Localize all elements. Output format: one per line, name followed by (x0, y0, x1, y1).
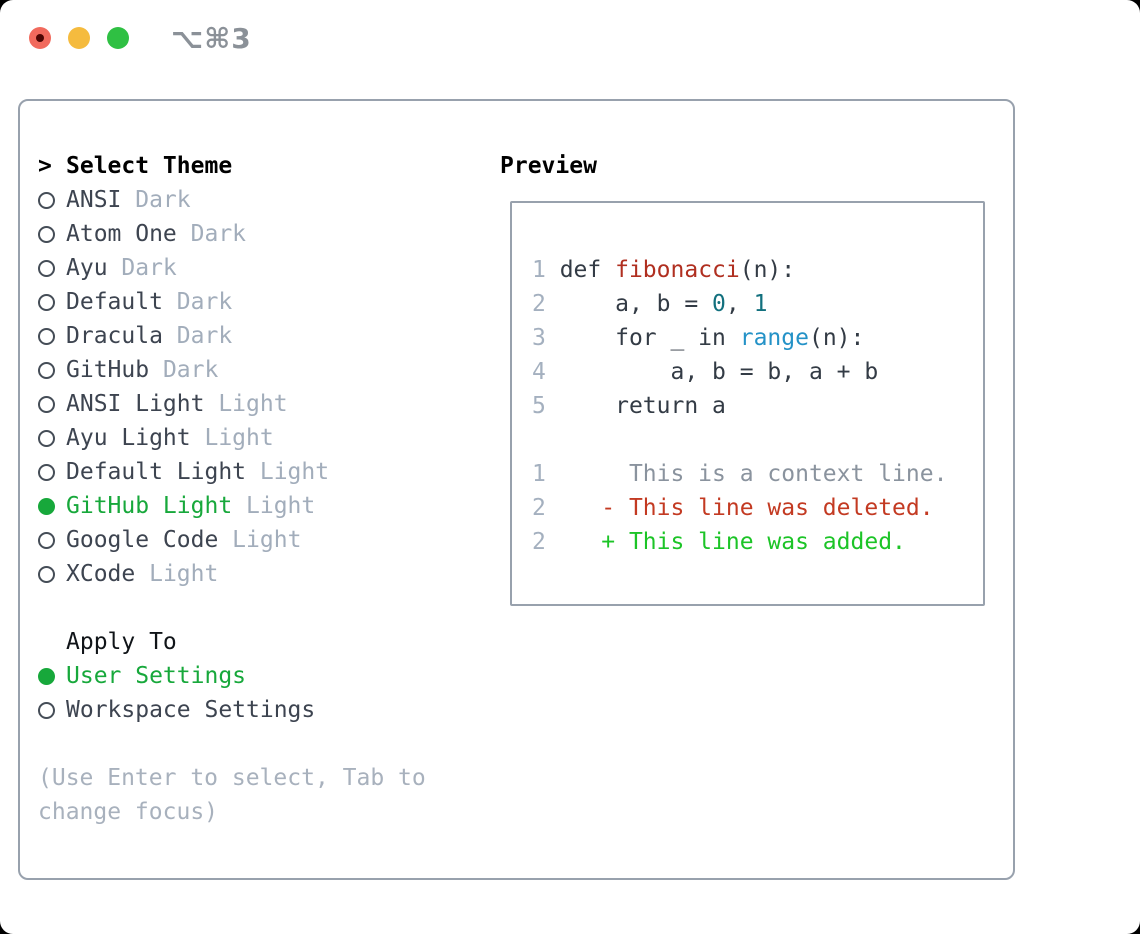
radio-icon (38, 421, 66, 455)
select-theme-header: > Select Theme (38, 149, 468, 183)
preview-code-line: 2 + This line was added. (532, 529, 906, 555)
option-variant-tag: Light (135, 561, 219, 587)
option-variant-tag: Dark (162, 323, 233, 349)
option-label: Atom One (66, 221, 177, 247)
radio-icon (38, 557, 66, 591)
radio-icon (38, 319, 66, 353)
radio-selected-icon (38, 659, 66, 693)
radio-selected-icon (38, 489, 66, 523)
option-label: Workspace Settings (66, 697, 316, 723)
theme-option-google-code[interactable]: Google Code Light (38, 523, 468, 557)
option-variant-tag: Light (218, 527, 302, 553)
spacer (38, 727, 468, 761)
theme-option-dracula[interactable]: Dracula Dark (38, 319, 468, 353)
keyboard-hint: (Use Enter to select, Tab to change focu… (38, 765, 426, 825)
preview-code-line (532, 423, 983, 457)
titlebar: ⌥⌘3 (0, 0, 1140, 75)
minimize-button[interactable] (68, 27, 90, 49)
select-theme-header-label: Select Theme (66, 153, 233, 179)
radio-icon (38, 387, 66, 421)
apply-option-workspace-settings[interactable]: Workspace Settings (38, 693, 468, 727)
preview-code-line: 1 def fibonacci(n): (532, 257, 796, 283)
option-variant-tag: Dark (107, 255, 177, 281)
option-label: GitHub Light (66, 493, 233, 519)
option-variant-tag: Dark (121, 187, 191, 213)
radio-icon (38, 455, 66, 489)
radio-icon (38, 251, 66, 285)
option-variant-tag: Light (204, 391, 288, 417)
preview-column: Preview 1 def fibonacci(n): 2 a, b = 0, 1… (500, 149, 985, 606)
apply-to-header-label: Apply To (66, 629, 177, 655)
preview-code-line: 5 return a (532, 393, 726, 419)
apply-option-user-settings[interactable]: User Settings (38, 659, 468, 693)
radio-icon (38, 523, 66, 557)
close-button[interactable] (29, 27, 51, 49)
preview-code-line: 2 a, b = 0, 1 (532, 291, 768, 317)
theme-option-ayu[interactable]: Ayu Dark (38, 251, 468, 285)
option-label: Ayu Light (66, 425, 191, 451)
preview-code-line: 2 - This line was deleted. (532, 495, 934, 521)
theme-option-default[interactable]: Default Dark (38, 285, 468, 319)
radio-icon (38, 217, 66, 251)
theme-option-ansi-light[interactable]: ANSI Light Light (38, 387, 468, 421)
option-label: Dracula (66, 323, 163, 349)
option-label: ANSI (66, 187, 122, 213)
radio-icon (38, 183, 66, 217)
zoom-button[interactable] (107, 27, 129, 49)
option-label: User Settings (66, 663, 247, 689)
option-label: Default Light (66, 459, 247, 485)
prompt-arrow-icon: > (38, 153, 52, 179)
radio-icon (38, 285, 66, 319)
preview-code-line: 3 for _ in range(n): (532, 325, 865, 351)
preview-code-line: 4 a, b = b, a + b (532, 359, 879, 385)
radio-icon (38, 693, 66, 727)
theme-option-ayu-light[interactable]: Ayu Light Light (38, 421, 468, 455)
preview-header-label: Preview (500, 153, 597, 179)
option-label: XCode (66, 561, 136, 587)
theme-option-github-light[interactable]: GitHub Light Light (38, 489, 468, 523)
option-label: Default (66, 289, 163, 315)
option-variant-tag: Dark (149, 357, 219, 383)
apply-to-header: Apply To (38, 625, 468, 659)
option-variant-tag: Dark (162, 289, 233, 315)
option-variant-tag: Light (232, 493, 316, 519)
radio-icon (38, 353, 66, 387)
option-variant-tag: Dark (176, 221, 247, 247)
option-label: Ayu (66, 255, 108, 281)
code-preview-box: 1 def fibonacci(n): 2 a, b = 0, 1 3 for _ … (510, 201, 985, 606)
option-variant-tag: Light (190, 425, 274, 451)
theme-option-github[interactable]: GitHub Dark (38, 353, 468, 387)
preview-code-line: 1 This is a context line. (532, 461, 948, 487)
theme-option-xcode[interactable]: XCode Light (38, 557, 468, 591)
apply-to-indent (38, 625, 66, 659)
theme-option-atom-one[interactable]: Atom One Dark (38, 217, 468, 251)
window-title-shortcut: ⌥⌘3 (171, 22, 252, 55)
option-label: GitHub (66, 357, 150, 383)
option-variant-tag: Light (246, 459, 330, 485)
option-label: Google Code (66, 527, 219, 553)
option-label: ANSI Light (66, 391, 205, 417)
theme-option-ansi[interactable]: ANSI Dark (38, 183, 468, 217)
theme-option-default-light[interactable]: Default Light Light (38, 455, 468, 489)
spacer (38, 591, 468, 625)
